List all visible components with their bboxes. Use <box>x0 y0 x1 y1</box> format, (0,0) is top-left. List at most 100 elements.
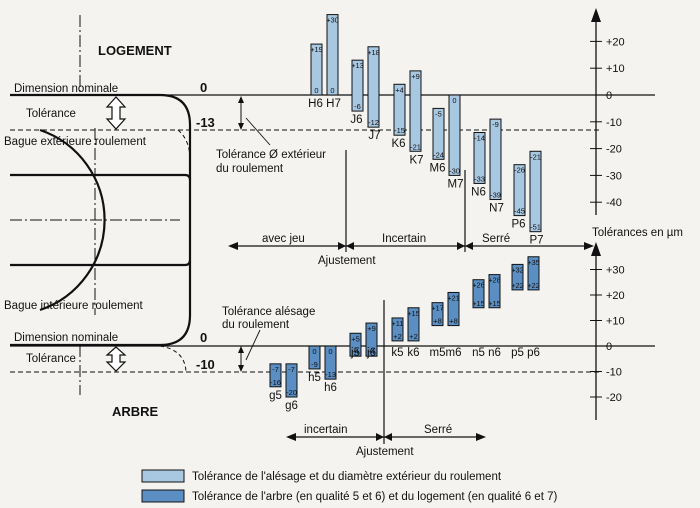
housing-bar-rect <box>367 46 380 128</box>
shaft-bar-rect <box>269 363 282 388</box>
heading-arbre: ARBRE <box>112 404 159 419</box>
shaft-bar-name: n6 <box>488 347 501 359</box>
housing-bar-upper-label: -5 <box>435 109 442 118</box>
housing-bar-upper-label: +9 <box>411 72 420 81</box>
shaft-bar-g6: -7 -20 g6 <box>285 363 298 412</box>
shaft-bar-upper-label: 0 <box>328 347 332 356</box>
shaft-bar-name: j5 <box>350 347 360 359</box>
fit-sep-2-head-l <box>457 242 465 250</box>
housing-bar-upper-label: +19 <box>310 45 323 54</box>
shaft-bar-upper-label: -7 <box>288 365 295 374</box>
housing-bar-upper-label: -9 <box>492 120 499 129</box>
shaft-bar-rect <box>285 363 298 398</box>
label-ajustement-bot: Ajustement <box>356 446 414 458</box>
housing-bar-lower-label: -30 <box>449 166 460 175</box>
label-tol-ext-1: Tolérance Ø extérieur <box>216 149 326 161</box>
housing-bar-rect <box>473 132 486 184</box>
tolerance-bars: +190H6+300H7+13-6J6+18-12J7+4-15K6+9-21K… <box>269 14 544 412</box>
shaft-bar-lower-label: +2 <box>393 332 402 341</box>
label-avec-jeu: avec jeu <box>262 233 305 245</box>
scale-axis-top-arrow <box>591 8 601 22</box>
shaft-bar-k6: +15+2k6 <box>407 307 420 359</box>
heading-logement: LOGEMENT <box>98 43 172 58</box>
housing-bar-lower-label: -33 <box>474 174 485 183</box>
housing-bar-name: N6 <box>471 186 486 198</box>
housing-bar-lower-label: -15 <box>394 126 405 135</box>
housing-bar-upper-label: +13 <box>351 61 364 70</box>
shaft-bar-lower-label: -4 <box>368 347 375 356</box>
label-dim-nom-bot: Dimension nominale <box>14 332 118 344</box>
shaft-bar-upper-label: +28 <box>488 276 501 285</box>
shaft-bar-rect <box>308 345 321 370</box>
shaft-bar-name: g6 <box>285 400 298 412</box>
shaft-bar-rect <box>349 332 362 357</box>
shaft-bar-lower-label: -20 <box>286 388 297 397</box>
housing-bar-rect <box>448 94 461 176</box>
shaft-bar-rect <box>391 317 404 342</box>
label-zero-bot: 0 <box>200 330 207 345</box>
bottom-dim-arrow-up <box>238 346 244 353</box>
housing-bar-upper-label: +4 <box>395 85 404 94</box>
scale-bottom-label: +30 <box>606 265 625 277</box>
housing-bar-lower-label: -12 <box>368 118 379 127</box>
housing-bar-lower-label: -6 <box>354 102 361 111</box>
scale-bottom: +30+20+100-10-20 <box>590 265 625 404</box>
shaft-bar-name: p6 <box>527 347 540 359</box>
housing-bar-rect <box>393 83 406 136</box>
housing-bar-J6: +13 -6J6 <box>350 59 364 126</box>
label-serre-bot: Serré <box>424 424 452 436</box>
housing-bar-rect <box>489 118 502 201</box>
housing-bar-name: N7 <box>489 203 504 215</box>
fit-sep-bottom-head-l <box>376 433 384 441</box>
shaft-bar-name: h5 <box>308 372 321 384</box>
shaft-bar-name: k5 <box>391 347 403 359</box>
shaft-bar-h5: 0 -9 h5 <box>308 345 321 384</box>
housing-bar-lower-label: -21 <box>410 142 421 151</box>
label-minus13: -13 <box>196 115 215 130</box>
fit-arrow-top-right-head <box>584 242 594 250</box>
housing-bar-name: K7 <box>409 154 423 166</box>
shaft-bar-upper-label: +11 <box>391 319 403 328</box>
shaft-bar-lower-label: -16 <box>270 378 281 387</box>
fit-sep-2-head-r <box>465 242 473 250</box>
housing-bar-name: J6 <box>350 114 362 126</box>
shaft-bar-lower-label: +22 <box>511 281 524 290</box>
housing-bar-upper-label: 0 <box>452 96 456 105</box>
housing-bar-rect <box>513 164 526 217</box>
shaft-bar-lower-label: +2 <box>409 332 418 341</box>
housing-bar-lower-label: -24 <box>433 150 444 159</box>
shaft-bar-lower-label: -13 <box>325 370 336 379</box>
fit-sep-bottom-head-r <box>384 433 392 441</box>
shaft-bar-name: p5 <box>511 347 524 359</box>
inner-ring-dashed-curve <box>159 345 187 373</box>
shaft-bar-upper-label: 0 <box>312 347 316 356</box>
label-ajustement-top: Ajustement <box>318 255 376 267</box>
shaft-bar-j5: +5-4j5 <box>349 332 362 359</box>
scale-axis-bottom-arrow <box>591 242 601 256</box>
shaft-bar-name: k6 <box>407 347 419 359</box>
housing-bar-name: M6 <box>430 162 446 174</box>
shaft-bar-lower-label: -9 <box>311 360 318 369</box>
housing-bar-name: M7 <box>448 178 464 190</box>
label-tolerances-unit: Tolérances en µm <box>592 227 683 239</box>
shaft-bar-lower-label: +22 <box>527 281 540 290</box>
scale-top: +20+100-10-20-30-40 <box>590 36 625 209</box>
shaft-bar-m6: +21+8m6 <box>446 291 461 359</box>
outer-ring-dashed-curve <box>177 129 191 161</box>
housing-bar-upper-label: -14 <box>474 134 485 143</box>
label-tol-ales-1: Tolérance alésage <box>222 306 315 318</box>
scale-top-label: -30 <box>606 170 622 182</box>
shaft-bar-name: n5 <box>472 347 485 359</box>
housing-bar-rect <box>432 107 445 160</box>
